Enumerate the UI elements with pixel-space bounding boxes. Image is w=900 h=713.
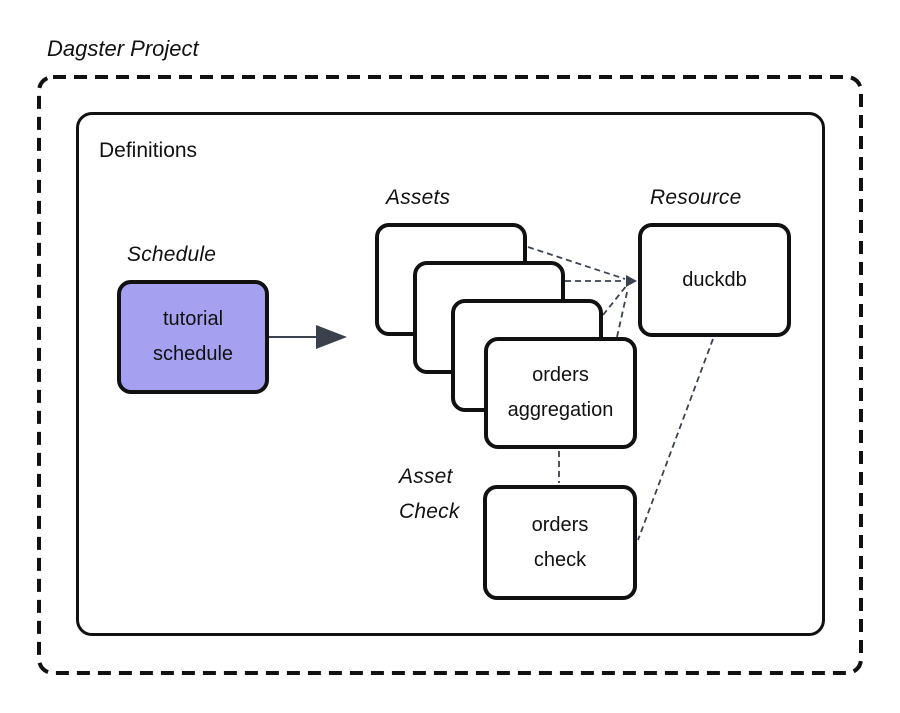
definitions-container [76, 112, 825, 636]
node-tutorial-schedule: tutorial schedule [117, 280, 269, 394]
resource-group-label: Resource [650, 186, 742, 209]
node-tutorial-schedule-line2: schedule [152, 343, 234, 365]
assets-group-label: Assets [386, 186, 451, 209]
node-orders-aggregation: orders aggregation [484, 337, 637, 449]
node-duckdb-label: duckdb [682, 268, 747, 291]
project-title: Dagster Project [47, 36, 199, 61]
node-orders-check-line2: check [533, 548, 587, 571]
node-tutorial-schedule-line1: tutorial [162, 308, 224, 330]
node-orders-check: orders check [483, 485, 637, 600]
asset-check-group-label: Asset Check [399, 459, 460, 529]
node-orders-aggregation-line1: orders [532, 364, 589, 386]
asset-check-label-line2: Check [399, 500, 460, 523]
definitions-label: Definitions [99, 139, 198, 162]
node-orders-aggregation-line2: aggregation [507, 399, 614, 421]
node-duckdb: duckdb [638, 223, 791, 337]
node-orders-check-line1: orders [531, 513, 589, 536]
asset-check-label-line1: Asset [399, 465, 453, 488]
schedule-group-label: Schedule [127, 243, 217, 266]
